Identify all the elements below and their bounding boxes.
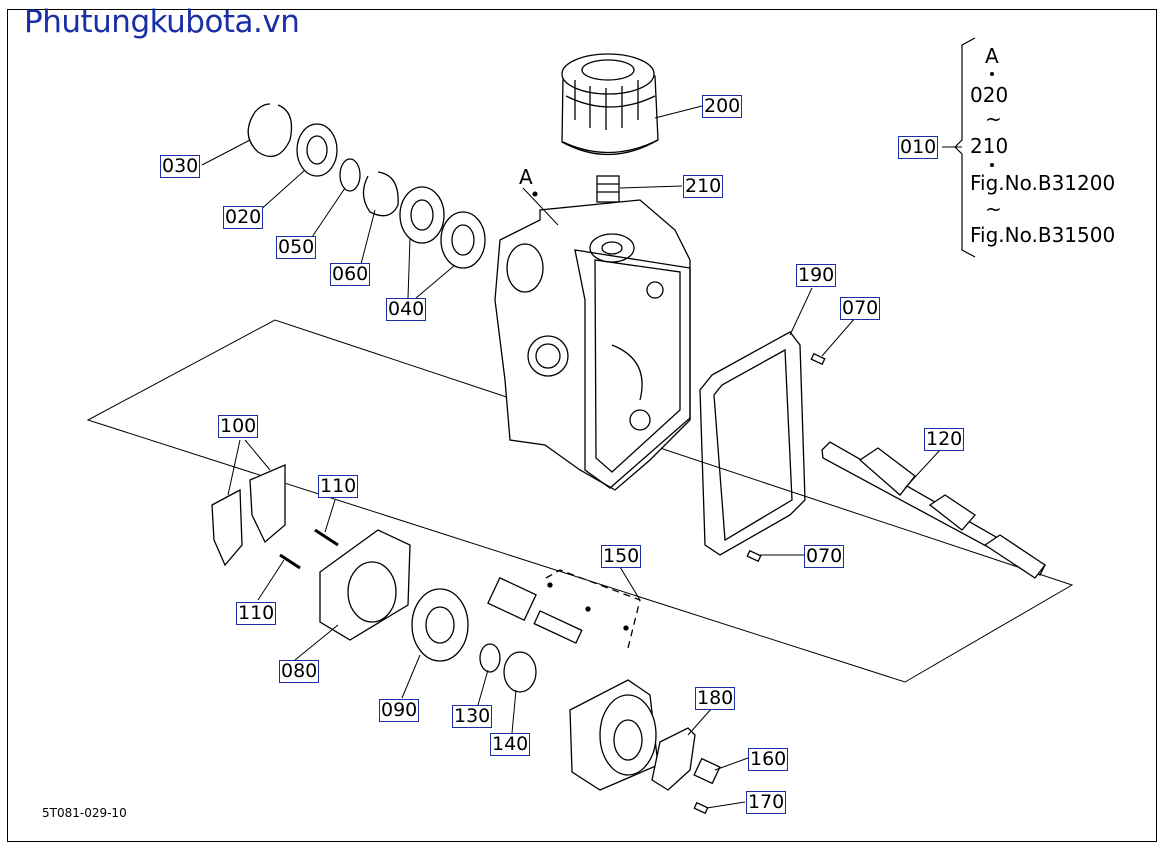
callout-030[interactable]: 030 — [160, 155, 201, 178]
nipple-part — [596, 175, 620, 203]
callout-040[interactable]: 040 — [386, 298, 427, 321]
callout-160[interactable]: 160 — [748, 748, 789, 771]
assembly-ref-view: A — [985, 44, 999, 68]
ring-part-050 — [339, 158, 361, 192]
assembly-ref-from: 020 — [970, 83, 1009, 107]
shim-part — [249, 464, 286, 544]
callout-110-top[interactable]: 110 — [318, 475, 359, 498]
diagram-frame — [7, 9, 1157, 842]
bearing-part-040 — [399, 186, 486, 269]
assembly-ref-fig-range-mark: ~ — [985, 197, 1002, 221]
snap-ring-part-060 — [362, 171, 399, 217]
callout-210[interactable]: 210 — [683, 175, 724, 198]
bushing-part — [693, 757, 721, 785]
spring-part-150 — [533, 610, 583, 644]
callout-100[interactable]: 100 — [218, 415, 259, 438]
gasket-part — [699, 331, 806, 556]
callout-020[interactable]: 020 — [223, 206, 264, 229]
callout-010[interactable]: 010 — [898, 136, 939, 159]
bearing-part-020 — [296, 123, 338, 177]
pin-part-170 — [693, 801, 709, 815]
assembly-ref-to: 210 — [970, 134, 1009, 158]
callout-200[interactable]: 200 — [702, 95, 743, 118]
callout-080[interactable]: 080 — [279, 660, 320, 683]
callout-090[interactable]: 090 — [379, 699, 420, 722]
assembly-plane — [86, 319, 1074, 683]
callout-050[interactable]: 050 — [276, 236, 317, 259]
assembly-brace — [954, 37, 976, 258]
assembly-ref-fig-to[interactable]: Fig.No.B31500 — [970, 223, 1116, 247]
screw-part — [314, 528, 339, 547]
callout-170[interactable]: 170 — [746, 791, 787, 814]
assembly-ref-fig-from[interactable]: Fig.No.B31200 — [970, 171, 1116, 195]
snap-ring-part — [247, 103, 293, 158]
plate-part — [651, 727, 696, 791]
oil-filter-part — [561, 53, 659, 156]
watermark-logo: Phutungkubota.vn — [24, 4, 300, 40]
cover-part — [319, 529, 411, 641]
bearing-part-090 — [411, 588, 469, 662]
spring-part — [503, 651, 537, 693]
callout-130[interactable]: 130 — [452, 705, 493, 728]
callout-110-bottom[interactable]: 110 — [236, 602, 277, 625]
callout-060[interactable]: 060 — [330, 263, 371, 286]
callout-180[interactable]: 180 — [695, 687, 736, 710]
transmission-case-part — [494, 199, 691, 491]
callout-190[interactable]: 190 — [796, 264, 837, 287]
drawing-code: 5T081-029-10 — [42, 806, 127, 820]
callout-140[interactable]: 140 — [490, 733, 531, 756]
pin-part — [746, 549, 762, 563]
pin-part — [810, 352, 826, 366]
callout-070-bottom[interactable]: 070 — [804, 545, 845, 568]
callout-150[interactable]: 150 — [601, 545, 642, 568]
plunger-part — [487, 576, 537, 622]
callout-070-top[interactable]: 070 — [840, 297, 881, 320]
shim-part — [211, 488, 243, 567]
shaft-part — [821, 441, 1046, 579]
screw-part — [279, 553, 301, 570]
assembly-ref-range-mark: ~ — [985, 107, 1002, 131]
callout-120[interactable]: 120 — [924, 428, 965, 451]
view-label-a: A — [519, 165, 533, 189]
ring-part-130 — [479, 643, 501, 673]
drum-part — [569, 679, 659, 791]
